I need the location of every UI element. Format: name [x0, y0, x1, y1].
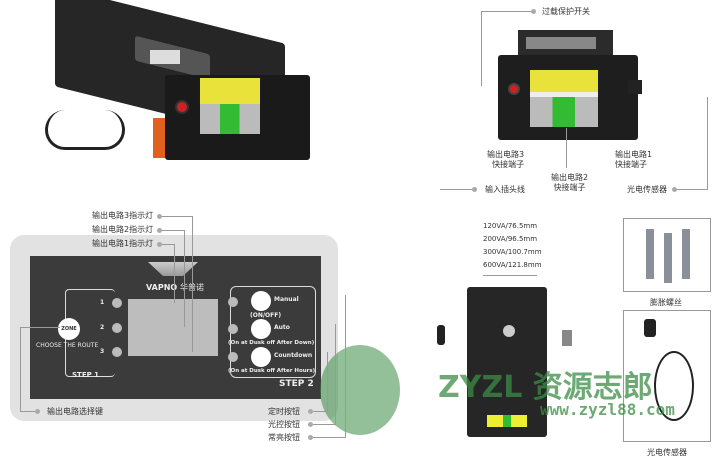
zone-button[interactable]: ZONE: [58, 318, 80, 340]
plug-icon: [437, 325, 445, 345]
leader-line: [566, 128, 567, 168]
route-3-indicator: [112, 347, 122, 357]
route-1-label: 1: [100, 299, 105, 306]
manual-button[interactable]: [251, 291, 271, 311]
leader-dot: [308, 422, 313, 427]
leader-dot: [531, 9, 536, 14]
dimension-600va: 600VA/121.8mm: [483, 261, 542, 269]
leader-line: [184, 230, 185, 327]
leader-line: [327, 352, 328, 412]
auto-button[interactable]: [251, 319, 271, 339]
route-1-indicator: [112, 298, 122, 308]
leader-line: [192, 216, 193, 352]
dimension-200va: 200VA/96.5mm: [483, 235, 538, 243]
manual-desc: (ON/OFF): [250, 312, 282, 319]
manual-indicator: [228, 297, 238, 307]
leader-dot: [308, 409, 313, 414]
out2-indicator-label: 输出电路2指示灯: [92, 225, 154, 234]
step1-label: STEP 1: [72, 371, 100, 379]
leader-dot: [157, 214, 162, 219]
transformer-photo-angled: [35, 0, 325, 180]
always-on-label: 常亮按钮: [268, 433, 300, 442]
light-control-label: 光控按钮: [268, 420, 300, 429]
auto-desc: (On at Dusk off After Down): [228, 340, 315, 346]
leader-line: [20, 327, 60, 328]
leader-line: [345, 295, 346, 438]
leader-line: [313, 424, 335, 425]
control-panel-face: VAPNO 华普诺 1 2 3 ZONE CHOOSE THE ROUTE ST…: [30, 256, 321, 399]
photo-sensor-label: 光电传感器: [627, 185, 667, 194]
sensor-caption: 光电传感器: [647, 448, 687, 457]
leader-line: [162, 216, 192, 217]
leader-line: [335, 324, 336, 425]
leader-dot: [157, 228, 162, 233]
countdown-label: Countdown: [274, 352, 313, 359]
leader-dot: [672, 187, 677, 192]
brand-logo: [148, 262, 198, 276]
input-plug-label: 输入插头线: [485, 185, 525, 194]
leader-line: [174, 244, 175, 303]
transformer-photo-back: [467, 287, 547, 437]
leader-line: [313, 437, 345, 438]
leader-dot: [308, 435, 313, 440]
leader-line: [481, 11, 531, 12]
route-3-label: 3: [100, 348, 105, 355]
manual-label: Manual: [274, 296, 299, 303]
display-screen: [128, 299, 218, 356]
choose-route-label: CHOOSE THE ROUTE: [36, 342, 99, 349]
countdown-desc: (On at Dusk off After Hours): [228, 368, 316, 374]
brand-name: VAPNO 华普诺: [146, 283, 204, 292]
dimension-120va: 120VA/76.5mm: [483, 222, 538, 230]
leader-line: [162, 244, 174, 245]
watermark-url: www.zyzl88.com: [540, 400, 675, 419]
overload-switch-label: 过载保护开关: [542, 7, 590, 16]
leader-line: [440, 189, 473, 190]
leader-dot: [157, 242, 162, 247]
auto-label: Auto: [274, 324, 290, 331]
leader-dot: [35, 409, 40, 414]
countdown-indicator: [228, 352, 238, 362]
route-2-label: 2: [100, 324, 105, 331]
out3-indicator-label: 输出电路3指示灯: [92, 211, 154, 220]
dimension-arrow: [483, 275, 537, 276]
connector-icon: [562, 330, 572, 346]
leader-line: [162, 230, 184, 231]
leader-line: [707, 97, 708, 190]
watermark-text: ZYZL 资源志郎: [438, 370, 653, 405]
route-select-label: 输出电路选择键: [47, 407, 103, 416]
screws-photo: [623, 218, 711, 292]
dimension-300va: 300VA/100.7mm: [483, 248, 542, 256]
step2-label: STEP 2: [279, 379, 314, 389]
leader-line: [313, 411, 327, 412]
leader-line: [481, 11, 482, 86]
watermark-logo: [320, 345, 400, 435]
countdown-button[interactable]: [251, 347, 271, 367]
transformer-photo-front: [488, 25, 648, 145]
leader-line: [677, 189, 707, 190]
out1-indicator-label: 输出电路1指示灯: [92, 239, 154, 248]
leader-line: [20, 411, 35, 412]
leader-line: [20, 327, 21, 412]
leader-dot: [472, 187, 477, 192]
auto-indicator: [228, 324, 238, 334]
sensor-photo: [623, 310, 711, 442]
route-2-indicator: [112, 323, 122, 333]
timer-button-label: 定时按钮: [268, 407, 300, 416]
screws-caption: 膨胀螺丝: [650, 298, 682, 307]
